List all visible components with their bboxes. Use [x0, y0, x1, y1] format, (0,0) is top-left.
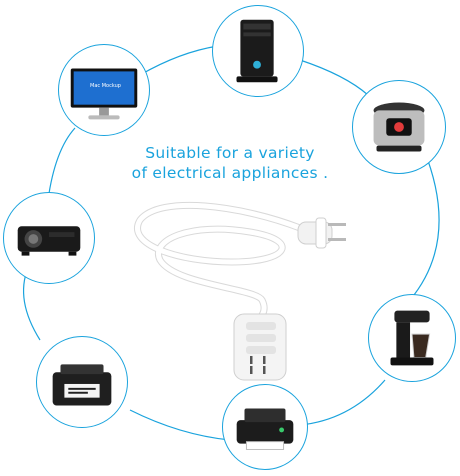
monitor-screen-text: Mac Mockup	[90, 83, 121, 89]
appliance-bubble-label-printer	[36, 336, 128, 428]
appliance-bubble-computer-tower	[212, 5, 304, 97]
appliance-bubble-monitor: Mac Mockup	[58, 44, 150, 136]
outlet-end-icon	[233, 313, 287, 381]
label-printer-icon	[52, 364, 112, 406]
connector-monitor-tower	[139, 45, 219, 76]
connector-projector-monitor	[47, 127, 76, 201]
appliance-bubble-rice-cooker	[352, 80, 446, 174]
inkjet-printer-icon	[236, 408, 294, 450]
computer-tower-icon	[236, 19, 278, 83]
headline-line-2: of electrical appliances .	[131, 164, 329, 182]
appliance-bubble-projector	[3, 192, 95, 284]
appliance-bubble-coffee-maker	[368, 294, 456, 382]
headline-line-1: Suitable for a variety	[145, 144, 315, 162]
rice-cooker-icon	[373, 102, 425, 152]
connector-tower-cooker	[299, 59, 369, 96]
projector-icon	[17, 226, 81, 256]
appliance-bubble-inkjet-printer	[222, 384, 308, 470]
plug-icon	[297, 217, 346, 249]
connector-coffee-printer	[299, 379, 386, 426]
coffee-maker-icon	[390, 310, 434, 366]
connector-printer-label	[129, 409, 231, 441]
monitor-icon	[70, 68, 138, 120]
connector-cooker-coffee	[409, 149, 440, 301]
